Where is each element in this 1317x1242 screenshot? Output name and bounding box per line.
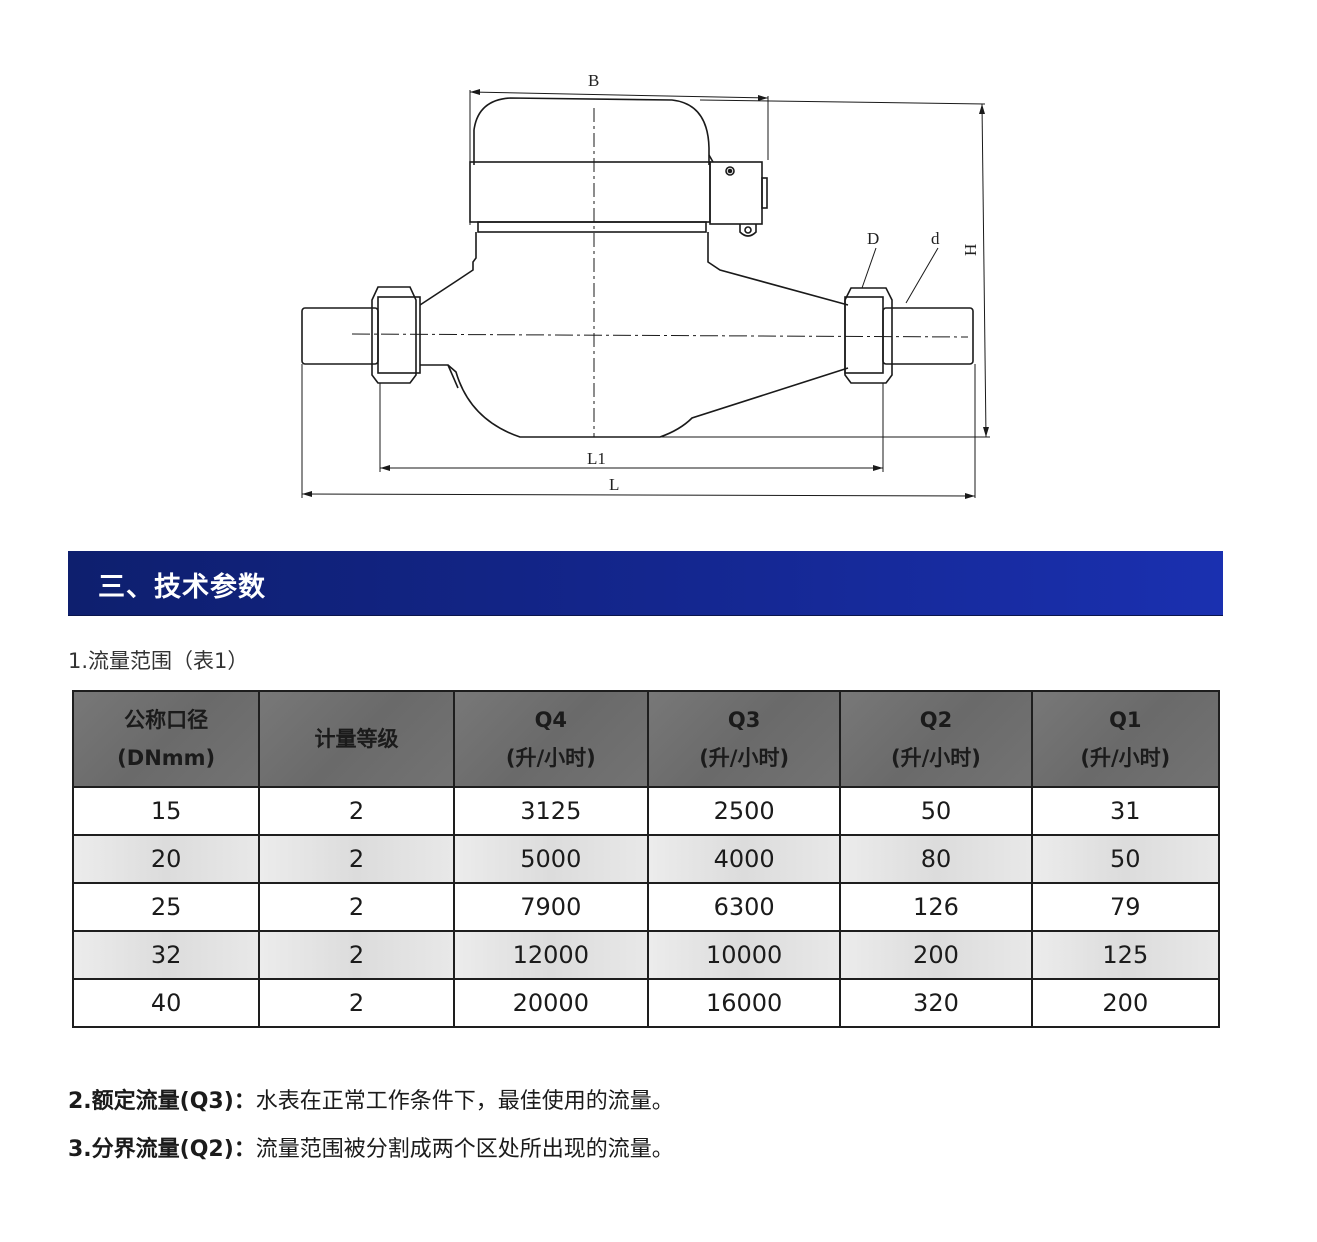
header-label: Q1: [1109, 708, 1142, 732]
header-nominal-diameter: 公称口径 (DNmm): [71, 690, 261, 788]
cell-diameter: 20: [71, 834, 261, 884]
cell-class: 2: [258, 930, 455, 980]
cell-q4: 7900: [452, 882, 649, 932]
note-transitional-flow: 3.分界流量(Q2)：流量范围被分割成两个区处所出现的流量。: [68, 1131, 674, 1163]
table-caption: 1.流量范围（表1）: [68, 649, 249, 673]
cell-q4: 5000: [452, 834, 649, 884]
dim-label-l1: L1: [587, 449, 606, 468]
note-term: 3.分界流量(Q2)：: [68, 1137, 256, 1162]
cell-class: 2: [258, 834, 455, 884]
cell-q3: 6300: [646, 882, 842, 932]
cell-q2: 320: [839, 978, 1033, 1028]
cell-q1: 50: [1030, 834, 1221, 884]
header-unit: (升/小时): [699, 746, 790, 770]
cell-q2: 80: [839, 834, 1033, 884]
header-q3: Q3 (升/小时): [646, 690, 842, 788]
cell-q1: 79: [1030, 882, 1221, 932]
note-text: 水表在正常工作条件下，最佳使用的流量。: [255, 1089, 674, 1114]
note-text: 流量范围被分割成两个区处所出现的流量。: [255, 1137, 674, 1162]
cell-q2: 200: [839, 930, 1033, 980]
cell-class: 2: [258, 978, 455, 1028]
water-meter-drawing: B: [0, 0, 1317, 520]
table-row: 32 2 12000 10000 200 125: [71, 930, 1221, 980]
cell-q1: 200: [1030, 978, 1221, 1028]
cell-q2: 50: [839, 786, 1033, 836]
table-row: 20 2 5000 4000 80 50: [71, 834, 1221, 884]
note-term: 2.额定流量(Q3)：: [68, 1089, 256, 1114]
cell-q1: 125: [1030, 930, 1221, 980]
dim-label-small-d: d: [931, 229, 940, 248]
cell-q3: 4000: [646, 834, 842, 884]
header-unit: (升/小时): [891, 746, 981, 770]
header-label: Q2: [919, 708, 953, 732]
cell-q4: 20000: [452, 978, 649, 1028]
table-row: 25 2 7900 6300 126 79: [71, 882, 1221, 932]
header-label: Q4: [534, 708, 568, 732]
note-rated-flow: 2.额定流量(Q3)：水表在正常工作条件下，最佳使用的流量。: [68, 1083, 674, 1115]
header-label: 计量等级: [314, 727, 399, 751]
header-q4: Q4 (升/小时): [452, 690, 649, 788]
header-unit: (升/小时): [505, 746, 596, 770]
cell-q3: 10000: [646, 930, 842, 980]
cell-class: 2: [258, 786, 455, 836]
header-q2: Q2 (升/小时): [839, 690, 1033, 788]
header-unit: (升/小时): [1080, 746, 1171, 770]
dim-label-b: B: [588, 71, 599, 90]
header-metering-class: 计量等级: [258, 690, 455, 788]
dim-label-big-d: D: [867, 229, 879, 248]
cell-diameter: 32: [71, 930, 261, 980]
table-row: 15 2 3125 2500 50 31: [71, 786, 1221, 836]
flow-range-table: 公称口径 (DNmm) 计量等级 Q4 (升/小时) Q3 (升/小时) Q2 …: [71, 690, 1221, 1028]
cell-q3: 2500: [646, 786, 842, 836]
header-q1: Q1 (升/小时): [1030, 690, 1221, 788]
header-label: 公称口径: [124, 708, 209, 732]
header-unit: (DNmm): [117, 746, 216, 770]
table-row: 40 2 20000 16000 320 200: [71, 978, 1221, 1028]
cell-q4: 3125: [452, 786, 649, 836]
section-title: 三、技术参数: [98, 572, 266, 603]
cell-diameter: 25: [71, 882, 261, 932]
table-header-row: 公称口径 (DNmm) 计量等级 Q4 (升/小时) Q3 (升/小时) Q2 …: [71, 690, 1221, 788]
header-label: Q3: [727, 708, 761, 732]
cell-q4: 12000: [452, 930, 649, 980]
dim-label-h: H: [961, 244, 980, 256]
cell-diameter: 15: [71, 786, 261, 836]
cell-class: 2: [258, 882, 455, 932]
cell-q3: 16000: [646, 978, 842, 1028]
cell-q1: 31: [1030, 786, 1221, 836]
section-header-bar: 三、技术参数: [68, 551, 1223, 615]
cell-q2: 126: [839, 882, 1033, 932]
dim-label-l: L: [609, 475, 619, 494]
cell-diameter: 40: [71, 978, 261, 1028]
